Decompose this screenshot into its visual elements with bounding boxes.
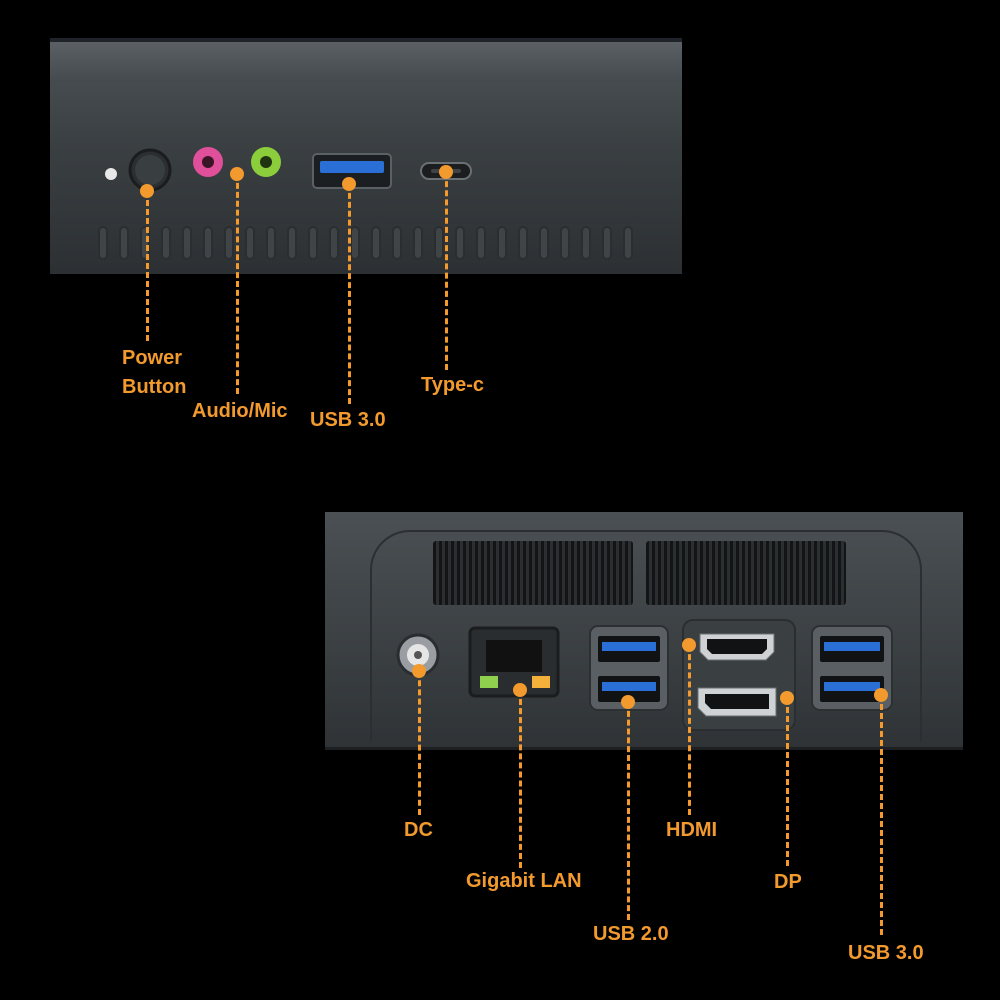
grille-slot (434, 226, 444, 260)
label-usb30-back: USB 3.0 (848, 942, 924, 964)
callout-dot-power (140, 184, 154, 198)
grille-slot (182, 226, 192, 260)
label-power-button: Power Button (122, 347, 187, 398)
grille-slot (476, 226, 486, 260)
grille-slot (140, 226, 150, 260)
grille-slot (371, 226, 381, 260)
callout-line-dp (786, 698, 789, 866)
grille-slot (98, 226, 108, 260)
callout-dot-dp (780, 691, 794, 705)
callout-line-usb30-front (348, 184, 351, 404)
callout-dot-usb30-back (874, 688, 888, 702)
grille-slot (602, 226, 612, 260)
grille-slot (413, 226, 423, 260)
callout-dot-type-c (439, 165, 453, 179)
grille-slot (287, 226, 297, 260)
grille-slot (350, 226, 360, 260)
grille-slot (539, 226, 549, 260)
vent-right (646, 541, 846, 605)
callout-dot-usb20 (621, 695, 635, 709)
grille-slot (119, 226, 129, 260)
grille-slot (455, 226, 465, 260)
back-bevel (370, 530, 922, 742)
grille-slot (392, 226, 402, 260)
label-type-c: Type-c (421, 374, 484, 396)
grille-slot (266, 226, 276, 260)
grille-slot (224, 226, 234, 260)
grille-slot (560, 226, 570, 260)
label-audio-mic: Audio/Mic (192, 400, 288, 422)
grille-slot (623, 226, 633, 260)
callout-line-type-c (445, 172, 448, 370)
callout-line-hdmi (688, 645, 691, 815)
vent-left (433, 541, 633, 605)
grille-slot (245, 226, 255, 260)
callout-dot-usb30-front (342, 177, 356, 191)
label-dp: DP (774, 871, 802, 893)
callout-dot-dc (412, 664, 426, 678)
grille-slot (329, 226, 339, 260)
callout-line-lan (519, 690, 522, 868)
callout-line-audio (236, 174, 239, 394)
grille-slot (581, 226, 591, 260)
power-led (105, 168, 117, 180)
callout-line-power (146, 191, 149, 341)
label-gigabit-lan: Gigabit LAN (466, 870, 582, 892)
callout-line-usb30-back (880, 695, 883, 935)
label-dc: DC (404, 819, 433, 841)
label-usb20: USB 2.0 (593, 923, 669, 945)
callout-dot-lan (513, 683, 527, 697)
grille-slot (518, 226, 528, 260)
callout-line-usb20 (627, 702, 630, 920)
callout-line-dc (418, 671, 421, 815)
grille-slot (203, 226, 213, 260)
grille-slot (497, 226, 507, 260)
label-hdmi: HDMI (666, 819, 718, 841)
grille-slot (161, 226, 171, 260)
callout-dot-audio (230, 167, 244, 181)
grille-slot (308, 226, 318, 260)
callout-dot-hdmi (682, 638, 696, 652)
label-usb30-front: USB 3.0 (310, 409, 386, 431)
